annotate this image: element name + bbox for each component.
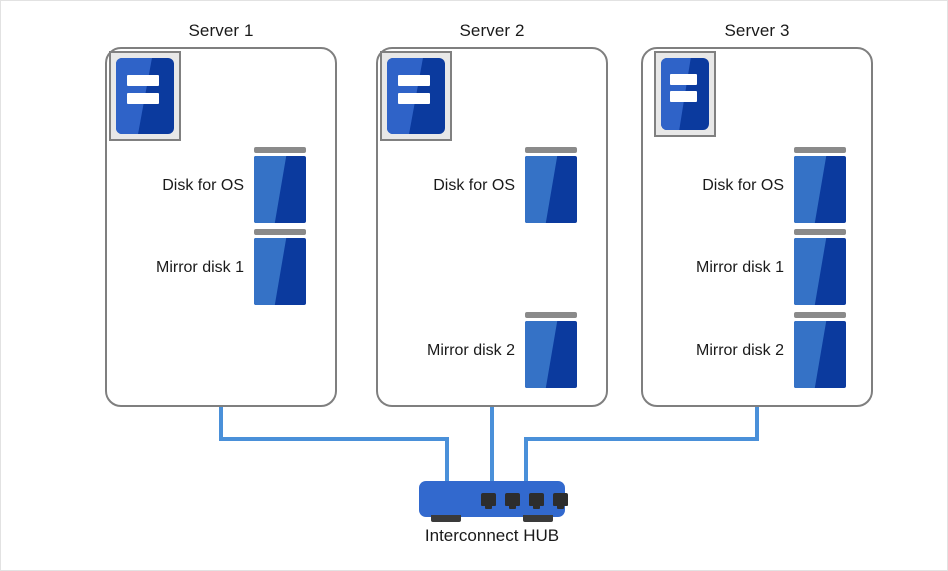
interconnect-hub[interactable]: [419, 481, 568, 522]
server-3-title: Server 3: [724, 21, 790, 40]
disk-body-icon: [254, 238, 306, 305]
server-2-title: Server 2: [459, 21, 525, 40]
hub-port-3-icon[interactable]: [529, 493, 544, 509]
server-chassis-icon: [661, 58, 709, 130]
server-1-mirror-disk-1-label: Mirror disk 1: [155, 259, 244, 276]
server-2-disk-for-os-label: Disk for OS: [433, 177, 515, 194]
link-server-3-to-hub: [524, 407, 759, 481]
server-1-title: Server 1: [188, 21, 254, 40]
server-3-mirror-disk-2-icon[interactable]: [794, 312, 846, 388]
server-1-mirror-disk-1-icon[interactable]: [254, 229, 306, 305]
server-3-mirror-disk-1-label: Mirror disk 1: [695, 259, 784, 276]
hub-chassis: [419, 481, 568, 517]
server-2-machine-icon: [380, 51, 452, 141]
hub-port-4-icon[interactable]: [553, 493, 568, 509]
hub-port-2-icon[interactable]: [505, 493, 520, 509]
server-slot-bar-1-icon: [127, 74, 160, 87]
disk-body-icon: [525, 321, 577, 388]
server-1-machine-icon: [109, 51, 181, 141]
server-slot-bar-2-icon: [127, 92, 160, 105]
disk-cap-icon: [794, 312, 846, 318]
server-3-disk-for-os-icon[interactable]: [794, 147, 846, 223]
hub-foot-left: [431, 515, 461, 522]
link-server-1-to-hub: [219, 407, 449, 481]
hub-foot-right: [523, 515, 553, 522]
server-chassis-icon: [116, 58, 174, 134]
server-slot-bar-1-icon: [398, 74, 431, 87]
server-3-mirror-disk-2-label: Mirror disk 2: [695, 342, 784, 359]
server-2-mirror-disk-2-label: Mirror disk 2: [426, 342, 515, 359]
disk-cap-icon: [525, 147, 577, 153]
disk-cap-icon: [254, 147, 306, 153]
server-2-disk-for-os-icon[interactable]: [525, 147, 577, 223]
hub-port-1-icon[interactable]: [481, 493, 496, 509]
server-3-disk-for-os-label: Disk for OS: [702, 177, 784, 194]
disk-body-icon: [254, 156, 306, 223]
disk-cap-icon: [794, 147, 846, 153]
server-1-disk-for-os-icon[interactable]: [254, 147, 306, 223]
disk-body-icon: [794, 156, 846, 223]
server-slot-bar-1-icon: [670, 73, 697, 85]
disk-body-icon: [794, 238, 846, 305]
disk-cap-icon: [794, 229, 846, 235]
server-slot-bar-2-icon: [398, 92, 431, 105]
disk-body-icon: [794, 321, 846, 388]
server-3-mirror-disk-1-icon[interactable]: [794, 229, 846, 305]
disk-cap-icon: [525, 312, 577, 318]
server-3-machine-icon: [654, 51, 716, 137]
disk-cap-icon: [254, 229, 306, 235]
server-1-disk-for-os-label: Disk for OS: [162, 177, 244, 194]
hub-caption: Interconnect HUB: [424, 526, 560, 545]
server-slot-bar-2-icon: [670, 91, 697, 102]
server-chassis-icon: [387, 58, 445, 134]
disk-body-icon: [525, 156, 577, 223]
server-2-mirror-disk-2-icon[interactable]: [525, 312, 577, 388]
